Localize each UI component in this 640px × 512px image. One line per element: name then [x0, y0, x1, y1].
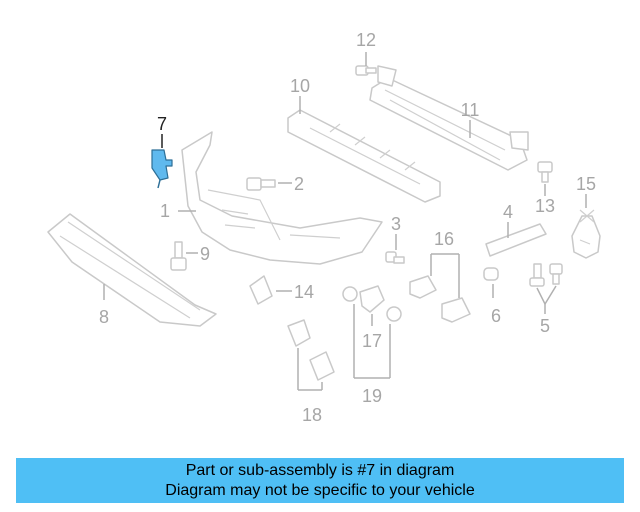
- caption-line-2: Diagram may not be specific to your vehi…: [165, 481, 475, 499]
- leader-18: [297, 348, 323, 391]
- part-7-bracket: [151, 149, 173, 189]
- callout-3: 3: [391, 214, 401, 234]
- callout-11: 11: [461, 100, 480, 120]
- part-4-bracket: [485, 223, 547, 257]
- part-13-bolt: [537, 161, 553, 183]
- callout-9: 9: [200, 244, 210, 264]
- callout-1: 1: [160, 201, 170, 221]
- part-1-bumper-cover: [181, 131, 383, 265]
- callout-13: 13: [535, 196, 555, 216]
- part-8-grille: [47, 213, 217, 327]
- caption-line-1: Part or sub-assembly is #7 in diagram: [185, 461, 455, 479]
- callout-10: 10: [290, 76, 310, 96]
- part-18-brackets: [287, 319, 335, 381]
- callout-19: 19: [362, 386, 382, 406]
- part-11-reinforcement: [369, 65, 529, 171]
- part-15-clip-bag: [571, 209, 601, 259]
- part-3-bolt: [385, 251, 405, 264]
- callout-14: 14: [294, 282, 314, 302]
- callout-16: 16: [434, 229, 454, 249]
- callout-15: 15: [576, 174, 596, 194]
- callout-6: 6: [491, 306, 501, 326]
- part-17-clip: [359, 285, 385, 313]
- callout-7: 7: [157, 114, 167, 134]
- callout-17: 17: [362, 331, 382, 351]
- part-9-bolt: [170, 241, 187, 271]
- callout-8: 8: [99, 307, 109, 327]
- part-14-plate: [249, 275, 273, 305]
- part-2-bolt: [246, 177, 276, 191]
- callout-5: 5: [540, 316, 550, 336]
- leader-5: [536, 285, 557, 314]
- part-16-sensors: [409, 275, 471, 323]
- callout-18: 18: [302, 405, 322, 425]
- part-5-bolts: [529, 263, 563, 287]
- callout-4: 4: [503, 202, 513, 222]
- part-12-bolt: [355, 52, 377, 76]
- leader-16: [430, 253, 460, 298]
- part-19-grommets: [342, 286, 402, 322]
- caption-banner: Part or sub-assembly is #7 in diagram Di…: [16, 458, 624, 503]
- callout-2: 2: [294, 174, 304, 194]
- part-6-grommet: [483, 267, 499, 281]
- leader-19: [353, 304, 391, 379]
- callout-12: 12: [356, 30, 376, 50]
- parts-diagram: 12 11 10 7 1 2 3 4: [47, 30, 601, 425]
